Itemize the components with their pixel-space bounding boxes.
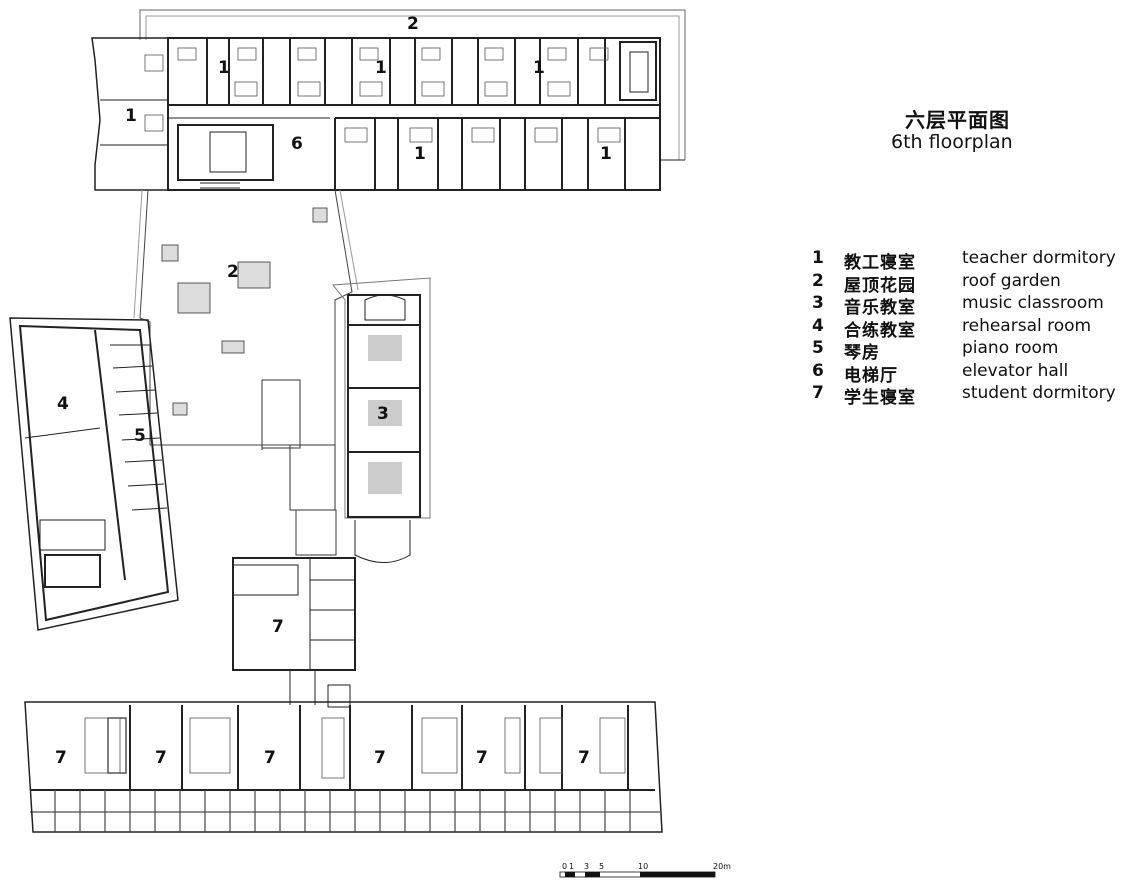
legend-label-en: music classroom	[962, 293, 1104, 313]
scale-tick-label: 10	[638, 862, 649, 871]
legend-label-cn: 教工寝室	[844, 253, 916, 273]
connector-block	[232, 557, 356, 671]
scale-tick-label: 1	[569, 862, 575, 871]
scale-bar	[559, 871, 716, 878]
south-wing-outline	[24, 701, 663, 833]
room-label: 7	[264, 748, 276, 768]
legend-label-en: roof garden	[962, 270, 1061, 291]
scale-tick-label: 3	[584, 862, 590, 871]
legend-number: 3	[812, 293, 824, 313]
room-label: 1	[125, 106, 137, 126]
plan-title-en: 6th floorplan	[891, 131, 1013, 153]
room-label: 7	[374, 748, 386, 768]
room-label: 7	[272, 617, 284, 637]
room-label: 1	[375, 58, 387, 78]
legend-label-en: piano room	[962, 338, 1059, 358]
legend-number: 6	[812, 360, 824, 381]
legend-label-en: elevator hall	[962, 360, 1069, 381]
legend-label-en: rehearsal room	[962, 315, 1092, 336]
room-label: 2	[407, 14, 419, 34]
plan-title-cn: 六层平面图	[905, 108, 1010, 132]
legend-label-en: student dormitory	[962, 383, 1116, 403]
room-label: 4	[57, 394, 69, 414]
room-label: 1	[600, 144, 612, 164]
room-label: 1	[218, 58, 230, 78]
room-label: 7	[476, 748, 488, 768]
roof-garden-outline	[139, 189, 353, 446]
legend-label-cn: 琴房	[844, 343, 880, 363]
room-label: 3	[377, 404, 389, 424]
room-label: 2	[227, 262, 239, 282]
legend-label-en: teacher dormitory	[962, 248, 1116, 268]
legend-label-cn: 音乐教室	[844, 298, 916, 318]
room-label: 7	[55, 748, 67, 768]
legend-number: 1	[812, 248, 824, 268]
room-label: 1	[414, 144, 426, 164]
scale-tick-label: 20m	[713, 862, 731, 871]
legend-label-cn: 合练教室	[844, 320, 916, 341]
room-label: 7	[578, 748, 590, 768]
room-label: 5	[134, 426, 146, 446]
legend-number: 4	[812, 315, 824, 336]
west-wing-outline	[9, 317, 179, 631]
legend-number: 5	[812, 338, 824, 358]
scale-tick-label: 0	[562, 862, 568, 871]
room-label: 1	[533, 58, 545, 78]
legend-label-cn: 学生寝室	[844, 388, 916, 408]
room-label: 7	[155, 748, 167, 768]
legend-label-cn: 电梯厅	[844, 365, 898, 386]
legend-number: 2	[812, 270, 824, 291]
legend-label-cn: 屋顶花园	[844, 275, 916, 296]
legend-number: 7	[812, 383, 824, 403]
scale-tick-label: 5	[599, 862, 605, 871]
north-roof-garden-edge	[139, 9, 686, 160]
room-label: 6	[291, 134, 303, 154]
